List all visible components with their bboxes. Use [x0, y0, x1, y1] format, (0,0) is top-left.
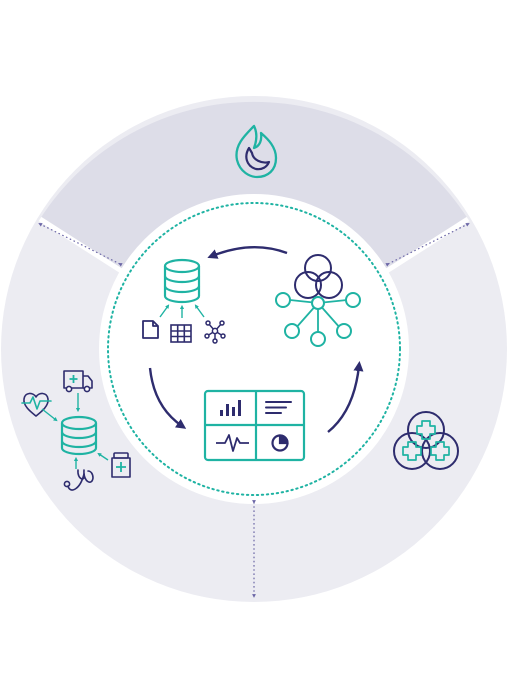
- arrow-dashboard-to-graph: [327, 360, 364, 433]
- stethoscope-icon: [63, 469, 94, 491]
- dotted-connectors: [38, 223, 470, 598]
- source-arrows: [159, 304, 205, 318]
- top-band: [40, 101, 468, 272]
- document-icon: [142, 320, 159, 339]
- inner-disc: [99, 194, 409, 504]
- dashboard-icon: [203, 389, 306, 462]
- left-source-arrows: [41, 393, 109, 469]
- arrow-graph-to-database: [207, 245, 288, 259]
- left-database-icon: [60, 415, 98, 456]
- arrow-database-to-dashboard: [148, 367, 187, 429]
- clinical-data-sources-icon: [21, 370, 131, 491]
- medical-crosses-venn-icon: [393, 411, 459, 470]
- dashboard-pulse-line: [216, 434, 249, 452]
- table-icon: [170, 324, 192, 343]
- network-icon: [204, 320, 226, 344]
- dashboard-bar-chart: [220, 400, 241, 416]
- database-icon: [163, 258, 201, 304]
- venn-network-graph-icon: [275, 254, 361, 347]
- heart-pulse-icon: [21, 392, 52, 417]
- flame-moon-icon: [235, 124, 278, 179]
- dashboard-pie-chart: [271, 434, 289, 452]
- inner-dotted-circle: [107, 202, 401, 496]
- ambulance-icon: [63, 370, 93, 393]
- dashboard-text-lines: [265, 401, 292, 414]
- cycle-arrows: [148, 245, 364, 433]
- medicine-bottle-icon: [111, 452, 131, 478]
